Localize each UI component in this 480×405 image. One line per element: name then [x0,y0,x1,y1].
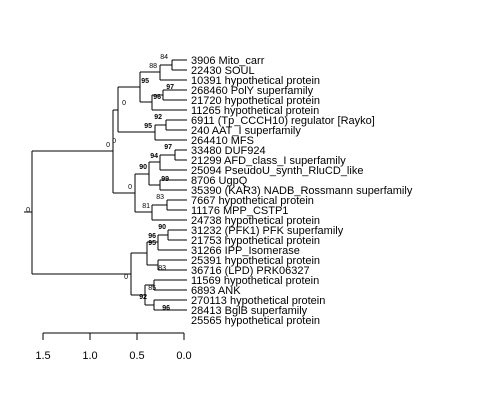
leaf-label: 270113 hypothetical protein [191,295,325,307]
leaf-label: 8706 UgpQ [191,175,248,187]
leaf-label: 10391 hypothetical protein [191,75,320,87]
scale-axis: 1.5 1.0 0.5 0.0 [35,332,192,362]
branch [153,299,187,311]
branch [166,199,187,211]
support-value: 0 [26,207,30,214]
support-value: 84 [160,54,168,61]
support-value: 92 [139,294,147,301]
branch [157,234,187,251]
leaf-label: 21299 AFD_class_I superfamily [191,155,346,167]
leaf-label: 3906 Mito_carr [191,55,265,67]
leaf-label: 25391 hypothetical protein [191,255,320,267]
support-value: 95 [141,78,149,85]
branch [167,229,187,241]
leaf-label: 28413 BglB superfamily [191,305,308,317]
leaf-label: 11265 hypothetical protein [191,105,319,117]
branch [151,204,187,221]
support-value: 90 [139,164,147,171]
leaf-label: 33480 DUF924 [191,145,266,157]
support-value: 95 [144,123,152,130]
leaf-label: 31266 IPP_Isomerase [191,245,300,257]
branch [154,124,187,141]
support-value: 0 [112,138,116,145]
leaf-label: 6893 ANK [191,285,241,297]
branch [159,64,187,81]
leaf-label: 240 AAT_I superfamily [191,125,301,137]
support-value: 83 [156,194,164,201]
support-value: 97 [164,144,172,151]
branch [159,154,187,171]
support-value: 0 [106,142,110,149]
leaf-label: 11176 MPP_CSTP1 [191,205,288,217]
leaf-label: 35390 (KAR3) NADB_Rossmann superfamily [191,185,413,197]
leaf-label: 7667 hypothetical protein [191,195,314,207]
support-value: 96 [148,233,156,240]
leaf-label: 21720 hypothetical protein [191,95,320,107]
branch [171,59,187,71]
support-values: 84 88 95 97 96 0 92 95 0 97 94 90 99 0 8… [26,54,174,312]
support-value: 99 [161,176,169,183]
support-value: 85 [148,285,156,292]
axis-tick-label: 1.5 [35,350,50,362]
leaf-label: 22430 SOUL [191,65,255,77]
branch [112,109,135,194]
support-value: 0 [128,184,132,191]
branch [162,89,187,101]
leaf-label: 11569 hypothetical protein [191,275,319,287]
leaf-label: 31232 (PFK1) PFK superfamily [191,225,344,237]
branch [165,119,187,131]
leaf-label: 25565 hypothetical protein [191,315,320,327]
leaf-label: 24738 hypothetical protein [191,215,320,227]
support-value: 94 [150,153,158,160]
support-value: 96 [162,305,170,312]
support-value: 96 [153,94,161,101]
support-value: 90 [158,224,166,231]
leaf-label: 25094 PseudoU_synth_RluCD_like [191,165,363,177]
support-value: 95 [148,240,156,247]
support-value: 83 [158,265,166,272]
support-value: 97 [166,84,174,91]
support-value: 0 [124,274,128,281]
leaf-label: 21753 hypothetical protein [191,235,320,247]
branch [174,149,187,161]
leaf-label: 268460 PolY superfamily [191,85,314,97]
leaf-label: 264410 MFS [191,135,254,147]
leaf-labels: 3906 Mito_carr 22430 SOUL 10391 hypothet… [191,55,413,327]
axis-tick-label: 0.0 [176,350,191,362]
branch [153,279,187,291]
support-value: 88 [149,63,157,70]
axis-tick-label: 0.5 [129,350,144,362]
branch [148,161,160,186]
branch [31,150,131,275]
leaf-label: 36716 (LPD) PRK06327 [191,265,310,277]
support-value: 92 [154,114,162,121]
leaf-label: 6911 (Tp_CCCH10) regulator [Rayko] [191,115,375,127]
tree-branches [24,59,187,311]
support-value: 81 [142,203,150,210]
axis-tick-label: 1.0 [82,350,97,362]
support-value: 0 [122,100,126,107]
